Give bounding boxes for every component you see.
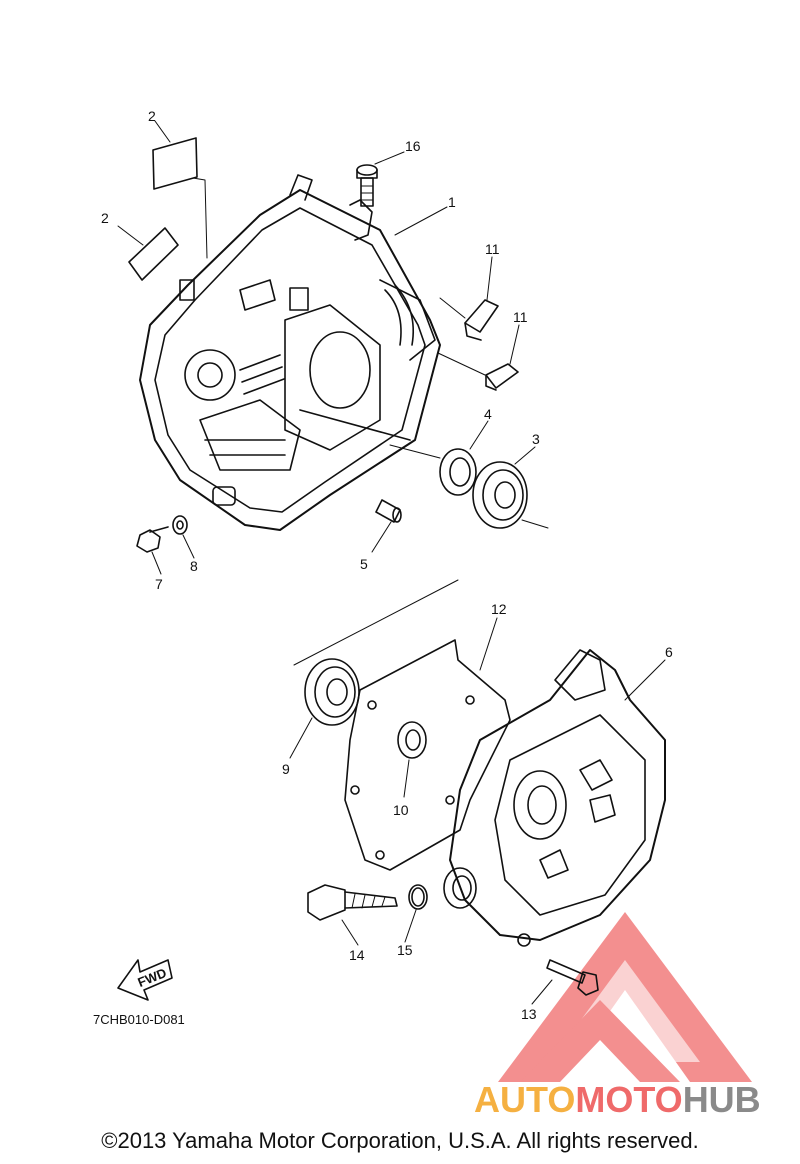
dowel-part-5 — [375, 499, 402, 523]
callout-5: 5 — [360, 556, 368, 572]
callout-2-lower: 2 — [101, 210, 109, 226]
bolt-part-7 — [136, 526, 169, 553]
callout-11-lower: 11 — [513, 309, 528, 325]
clip-part-11-lower — [485, 363, 519, 391]
clip-part-11-upper — [464, 299, 499, 341]
bolt-part-16 — [356, 164, 378, 207]
callout-1: 1 — [448, 194, 456, 210]
crankcase-cover-part-6 — [443, 649, 666, 947]
callout-4: 4 — [484, 406, 492, 422]
callout-9: 9 — [282, 761, 290, 777]
bolt-part-13 — [546, 959, 599, 996]
washer-part-8 — [172, 515, 188, 535]
watermark-wordmark: AUTOMOTOHUB — [474, 1079, 761, 1120]
leader-lines — [117, 120, 666, 1005]
callout-6: 6 — [665, 644, 673, 660]
diagram-code: 7CHB010-D081 — [93, 1012, 185, 1027]
callout-3: 3 — [532, 431, 540, 447]
fwd-arrow-icon — [117, 959, 173, 1001]
callout-13: 13 — [521, 1006, 537, 1022]
gasket-part-12 — [344, 639, 511, 871]
oil-seal-part-10 — [397, 721, 427, 759]
copyright-notice: ©2013 Yamaha Motor Corporation, U.S.A. A… — [101, 1128, 699, 1153]
watermark-auto: AUTO — [474, 1079, 575, 1120]
callout-2-upper: 2 — [148, 108, 156, 124]
callout-14: 14 — [349, 947, 365, 963]
callout-15: 15 — [397, 942, 413, 958]
label-plate-part-2-lower — [128, 227, 179, 281]
svg-text:AUTOMOTOHUB: AUTOMOTOHUB — [474, 1079, 761, 1120]
bearing-part-9 — [304, 658, 360, 726]
label-plate-part-2-upper — [152, 137, 208, 259]
watermark-logo — [498, 912, 752, 1082]
callout-11-upper: 11 — [485, 241, 500, 257]
callout-7: 7 — [155, 576, 163, 592]
bearing-part-3 — [472, 461, 528, 529]
callout-16: 16 — [405, 138, 421, 154]
callout-10: 10 — [393, 802, 409, 818]
crankcase-part-1 — [139, 174, 441, 531]
callout-12: 12 — [491, 601, 507, 617]
o-ring-part-15 — [408, 884, 428, 910]
dipstick-part-14 — [307, 884, 398, 921]
callout-8: 8 — [190, 558, 198, 574]
watermark-hub: HUB — [683, 1079, 761, 1120]
watermark-moto: MOTO — [575, 1079, 682, 1120]
callout-numbers: 2 2 1 16 11 11 4 3 5 7 8 6 12 9 10 14 15… — [101, 108, 673, 1022]
oil-seal-part-4 — [439, 448, 477, 496]
